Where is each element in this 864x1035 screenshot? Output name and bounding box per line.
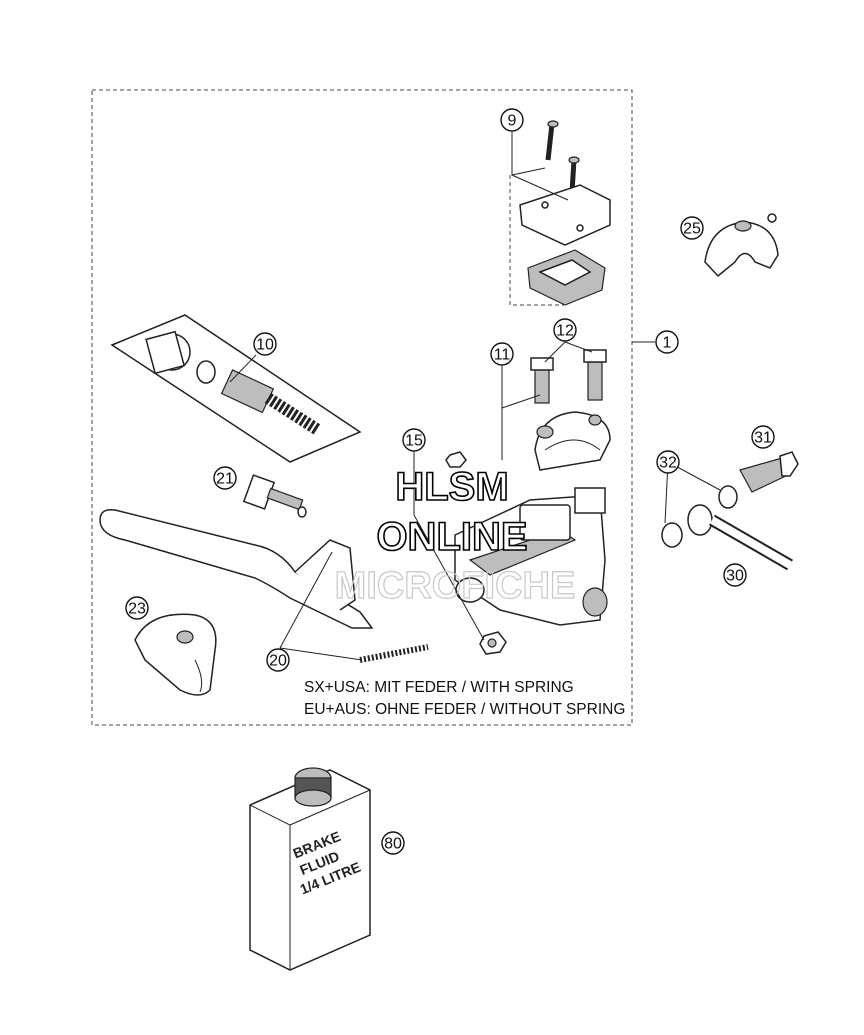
- callout-31: 31: [751, 425, 775, 449]
- callout-9: 9: [500, 108, 524, 132]
- callout-11: 11: [490, 342, 514, 366]
- part-1-master-cylinder: [454, 487, 608, 626]
- callout-1: 1: [655, 330, 679, 354]
- svg-text:11: 11: [494, 347, 511, 364]
- brake-lever: [99, 508, 374, 629]
- part-10-piston-kit: [110, 314, 362, 463]
- callout-23: 23: [125, 596, 149, 620]
- svg-text:21: 21: [216, 471, 234, 488]
- svg-text:15: 15: [405, 433, 423, 450]
- note-with-spring: SX+USA: MIT FEDER / WITH SPRING: [304, 679, 574, 696]
- note-without-spring: EU+AUS: OHNE FEDER / WITHOUT SPRING: [304, 701, 625, 718]
- svg-text:32: 32: [659, 455, 677, 472]
- svg-text:80: 80: [384, 836, 402, 853]
- part-80-brake-fluid-bottle: [249, 767, 371, 971]
- part-23-lever-cover: [134, 613, 217, 696]
- watermark-line2: ONLINE: [376, 515, 527, 559]
- part-25-clamp: [704, 213, 779, 278]
- assembly-frame: [91, 89, 633, 726]
- callout-15: 15: [402, 428, 426, 452]
- callout-21: 21: [213, 466, 237, 490]
- part-9-reservoir-cover: [509, 120, 611, 306]
- part-15-nut: [445, 451, 507, 655]
- svg-text:12: 12: [556, 323, 574, 340]
- part-30-32-brake-line: [661, 451, 799, 571]
- svg-text:30: 30: [726, 568, 744, 585]
- watermark-line1: HLSM: [395, 465, 508, 509]
- svg-text:20: 20: [269, 653, 287, 670]
- callout-20: 20: [266, 648, 290, 672]
- svg-text:25: 25: [683, 221, 701, 238]
- callout-80: 80: [381, 831, 405, 855]
- svg-text:23: 23: [128, 601, 146, 618]
- callout-10: 10: [253, 332, 277, 356]
- callout-12: 12: [553, 318, 577, 342]
- svg-text:31: 31: [754, 430, 772, 447]
- part-20-spring: [359, 644, 429, 663]
- callout-25: 25: [680, 216, 704, 240]
- watermark-line3: MICROFICHE: [335, 565, 576, 607]
- part-21-adjuster: [242, 474, 307, 518]
- callout-32: 32: [656, 450, 680, 474]
- svg-text:1: 1: [663, 335, 672, 352]
- callout-30: 30: [723, 563, 747, 587]
- part-11-12-clamp-bolts: [530, 349, 611, 471]
- svg-text:10: 10: [256, 337, 274, 354]
- svg-text:9: 9: [508, 113, 517, 130]
